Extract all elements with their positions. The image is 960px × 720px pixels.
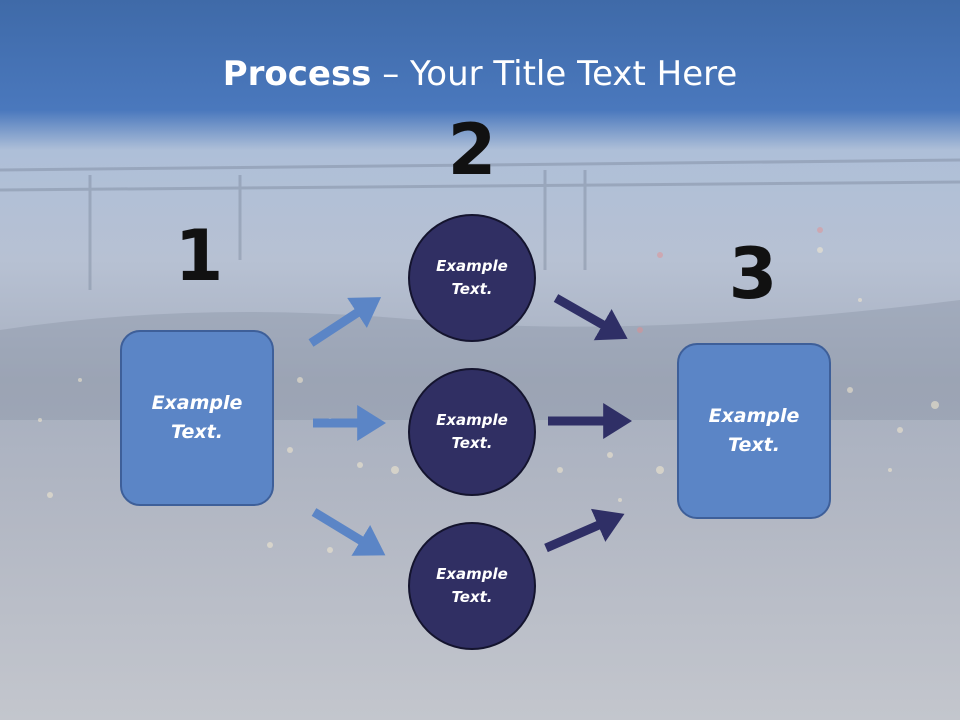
right-box-label: Example Text. <box>708 405 800 456</box>
slide-title: Process – Your Title Text Here <box>0 52 960 96</box>
arrow-top-to-right <box>553 294 628 341</box>
middle-circle[interactable]: Example Text. <box>408 368 536 496</box>
bottom-circle-label: Example Text. <box>436 565 508 606</box>
top-circle-label: Example Text. <box>436 257 508 298</box>
left-box-label: Example Text. <box>151 392 243 443</box>
middle-circle-label: Example Text. <box>436 411 508 452</box>
right-box[interactable]: Example Text. <box>677 343 831 519</box>
arrow-bottom-to-right <box>544 508 625 553</box>
left-box[interactable]: Example Text. <box>120 330 274 506</box>
step-number-3: 3 <box>728 233 778 315</box>
step-number-2: 2 <box>447 109 497 191</box>
arrow-left-to-top <box>308 297 382 347</box>
step-number-1: 1 <box>174 215 224 297</box>
top-circle[interactable]: Example Text. <box>408 214 536 342</box>
title-rest: – Your Title Text Here <box>371 54 738 94</box>
bottom-circle[interactable]: Example Text. <box>408 522 536 650</box>
title-bold: Process <box>222 54 372 94</box>
arrow-left-to-bottom <box>311 508 386 556</box>
